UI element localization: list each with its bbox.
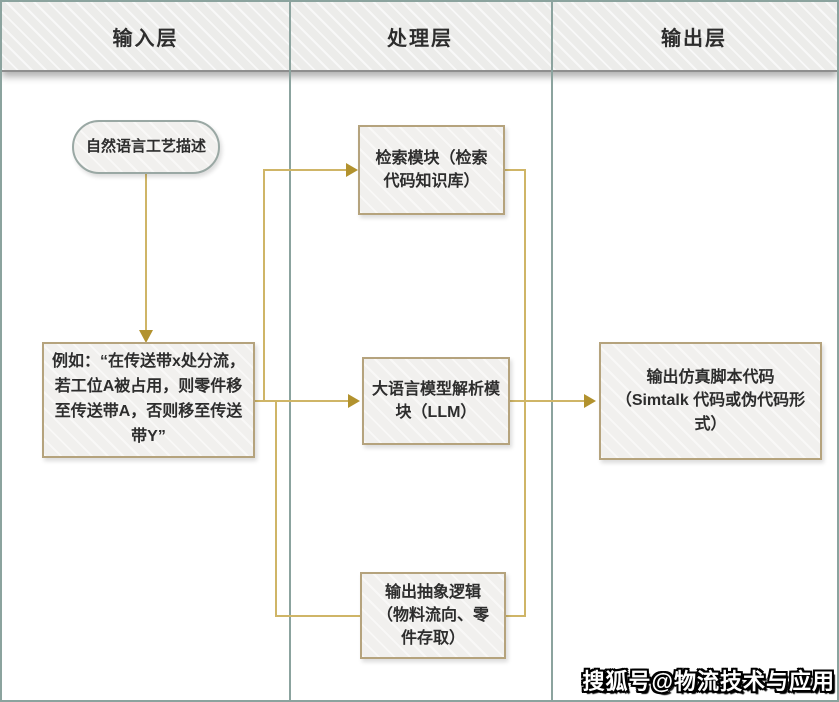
connector-example-to-abstract [275,401,361,617]
connector-example-to-retrieval [263,169,346,401]
node-output-code: 输出仿真脚本代码（Simtalk 代码或伪代码形式） [599,342,822,460]
sohu-watermark: 搜狐号@物流技术与应用 [582,669,835,694]
lane-divider-2 [551,2,553,700]
arrowhead-down-example [139,330,153,343]
arrowhead-right-retrieval [346,163,358,177]
arrowhead-right-llm [348,394,360,408]
lane-divider-1 [289,2,291,700]
arrowhead-right-output [584,394,596,408]
lane-title-output: 输出层 [661,27,727,50]
lane-title-processing: 处理层 [387,27,453,50]
node-llm-module: 大语言模型解析模块（LLM） [362,357,510,445]
lane-title-input: 输入层 [112,27,179,50]
connector-merge-rail [505,169,526,617]
node-retrieval-module: 检索模块（检索代码知识库） [358,125,505,215]
swimlane-header-band: 输入层 处理层 输出层 [2,2,837,72]
node-abstract-logic: 输出抽象逻辑（物料流向、零件存取） [360,572,506,659]
node-natural-language-description: 自然语言工艺描述 [72,120,220,174]
node-input-example: 例如：“在传送带x处分流，若工位A被占用，则零件移至传送带A，否则移至传送带Y” [42,342,255,458]
